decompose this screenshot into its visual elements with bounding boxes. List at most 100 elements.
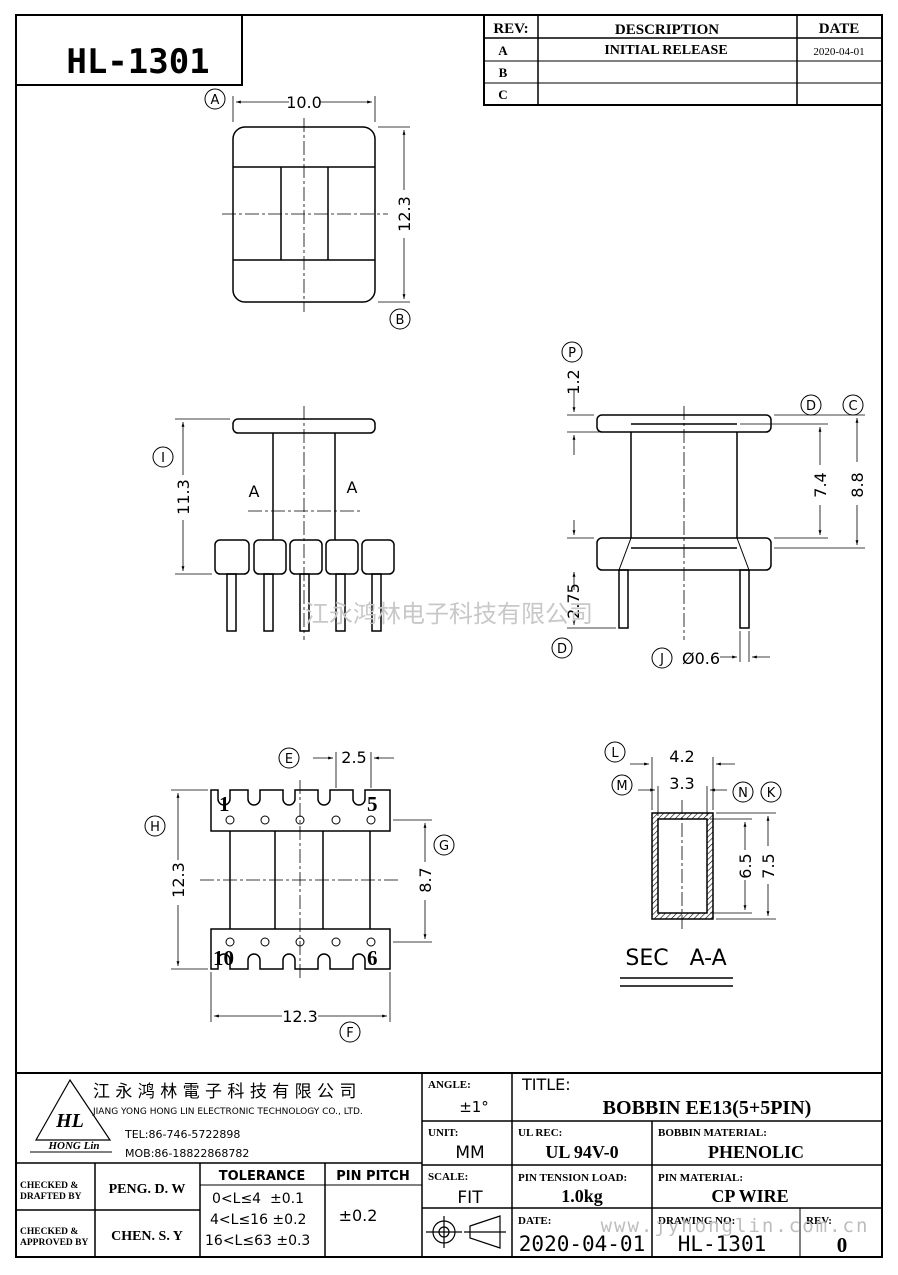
bottom-row-span-dim: 8.7 — [416, 867, 435, 892]
scale-label: SCALE: — [428, 1171, 468, 1183]
sheet-border — [15, 14, 883, 1258]
callout-d-top: D — [806, 399, 816, 414]
part-number: HL-1301 — [66, 42, 209, 82]
callout-j: J — [659, 652, 664, 667]
pin-number-5: 5 — [367, 792, 378, 816]
date-value: 2020-04-01 — [519, 1232, 645, 1256]
scale-value: FIT — [457, 1188, 483, 1208]
pin-material-label: PIN MATERIAL: — [658, 1172, 743, 1184]
company-name-cn: 江 永 鸿 林 電 子 科 技 有 限 公 司 — [93, 1082, 356, 1102]
side-inner-dim: 7.4 — [811, 472, 830, 497]
angle-label: ANGLE: — [428, 1079, 471, 1091]
section-outer-width-dim: 4.2 — [669, 747, 694, 766]
part-number-box: HL-1301 — [16, 15, 243, 86]
tolerance-label: TOLERANCE — [219, 1169, 305, 1184]
front-height-dim: 11.3 — [174, 479, 193, 515]
callout-p: P — [568, 346, 576, 361]
callout-b: B — [396, 313, 405, 328]
logo-sub: HONG Lin — [47, 1140, 99, 1152]
title-value: BOBBIN EE13(5+5PIN) — [603, 1097, 812, 1119]
bobbin-material-value: PHENOLIC — [708, 1142, 804, 1162]
callout-d-bottom: D — [557, 642, 567, 657]
side-overall-dim: 8.8 — [848, 472, 867, 497]
top-view — [204, 88, 411, 330]
front-view — [152, 406, 395, 640]
rev-row-b-rev: B — [499, 65, 508, 80]
bottom-pitch-dim: 2.5 — [341, 748, 366, 767]
checked-approved-label: CHECKED &APPROVED BY — [20, 1227, 88, 1248]
drafted-by-value: PENG. D. W — [109, 1182, 186, 1197]
logo-mark: HL — [55, 1110, 84, 1132]
section-inner-height-dim: 6.5 — [736, 853, 755, 878]
ul-value: UL 94V-0 — [545, 1142, 618, 1162]
rev-row-a-description: INITIAL RELEASE — [604, 43, 727, 58]
pin-number-6: 6 — [367, 946, 378, 970]
tolerance-row-3: 16<L≤63 ±0.3 — [205, 1233, 310, 1249]
callout-c: C — [848, 399, 857, 414]
pin-tension-value: 1.0kg — [561, 1186, 603, 1206]
pin-pitch-value: ±0.2 — [339, 1206, 378, 1225]
side-flange-dim: 1.2 — [564, 369, 583, 394]
section-mark-right: A — [347, 478, 358, 497]
date-label: DATE: — [518, 1215, 551, 1227]
tolerance-row-2: 4<L≤16 ±0.2 — [210, 1212, 306, 1228]
rev-row-c-rev: C — [498, 87, 507, 102]
section-view — [604, 741, 782, 987]
bottom-width-dim: 12.3 — [282, 1007, 318, 1026]
section-mark-left: A — [249, 482, 260, 501]
rev-label: REV: — [806, 1215, 832, 1227]
unit-label: UNIT: — [428, 1127, 458, 1139]
pin-number-1: 1 — [219, 792, 230, 816]
angle-value: ±1° — [459, 1098, 489, 1116]
bottom-view — [144, 747, 455, 1043]
drawing-no-label: DRAWING NO: — [658, 1215, 735, 1227]
section-inner-width-dim: 3.3 — [669, 774, 694, 793]
date-header: DATE — [819, 21, 860, 37]
pin-pitch-label: PIN PITCH — [336, 1169, 409, 1184]
callout-g: G — [439, 839, 449, 854]
title-block-grid — [16, 1072, 882, 1257]
drawing-no-value: HL-1301 — [678, 1232, 767, 1256]
callout-l: L — [611, 746, 619, 761]
tolerance-row-1: 0<L≤4 ±0.1 — [212, 1191, 304, 1207]
unit-value: MM — [455, 1143, 484, 1163]
top-width-dim: 10.0 — [286, 93, 322, 112]
watermark-company: 江永鸿林电子科技有限公司 — [305, 600, 593, 628]
pin-number-10: 10 — [213, 946, 234, 970]
side-view — [551, 341, 865, 669]
title-label: TITLE: — [521, 1075, 571, 1094]
description-header: DESCRIPTION — [615, 22, 719, 38]
rev-row-a-rev: A — [498, 43, 508, 58]
projection-symbol-icon — [426, 1215, 506, 1249]
section-label: SEC A-A — [625, 946, 726, 971]
bottom-height-dim: 12.3 — [169, 862, 188, 898]
rev-header: REV: — [493, 21, 528, 37]
bobbin-material-label: BOBBIN MATERIAL: — [658, 1127, 767, 1139]
company-logo: HL HONG Lin — [30, 1078, 112, 1153]
callout-h: H — [150, 820, 160, 835]
revision-table — [483, 14, 883, 106]
callout-k: K — [767, 786, 776, 801]
checked-drafted-label: CHECKED &DRAFTED BY — [20, 1181, 82, 1202]
callout-i: I — [161, 451, 165, 466]
website-watermark: www.jyhonglin.com.cn — [601, 1215, 870, 1237]
company-tel: TEL:86-746-5722898 — [124, 1128, 240, 1141]
ul-label: UL REC: — [518, 1127, 562, 1139]
callout-m: M — [616, 779, 627, 794]
company-mob: MOB:86-18822868782 — [125, 1147, 249, 1160]
rev-row-a-date: 2020-04-01 — [813, 46, 864, 58]
callout-e: E — [285, 752, 293, 767]
pin-material-value: CP WIRE — [711, 1186, 788, 1206]
approved-by-value: CHEN. S. Y — [111, 1229, 183, 1244]
section-outer-height-dim: 7.5 — [759, 853, 778, 878]
top-height-dim: 12.3 — [395, 196, 414, 232]
side-pin-length-dim: 2.75 — [564, 583, 583, 619]
callout-f: F — [346, 1026, 353, 1041]
callout-a: A — [211, 93, 220, 108]
side-pin-diameter-dim: Ø0.6 — [682, 649, 720, 668]
company-name-en: JIANG YONG HONG LIN ELECTRONIC TECHNOLOG… — [92, 1107, 363, 1117]
pin-tension-label: PIN TENSION LOAD: — [518, 1172, 627, 1184]
rev-value: 0 — [837, 1233, 848, 1257]
callout-n: N — [738, 786, 748, 801]
